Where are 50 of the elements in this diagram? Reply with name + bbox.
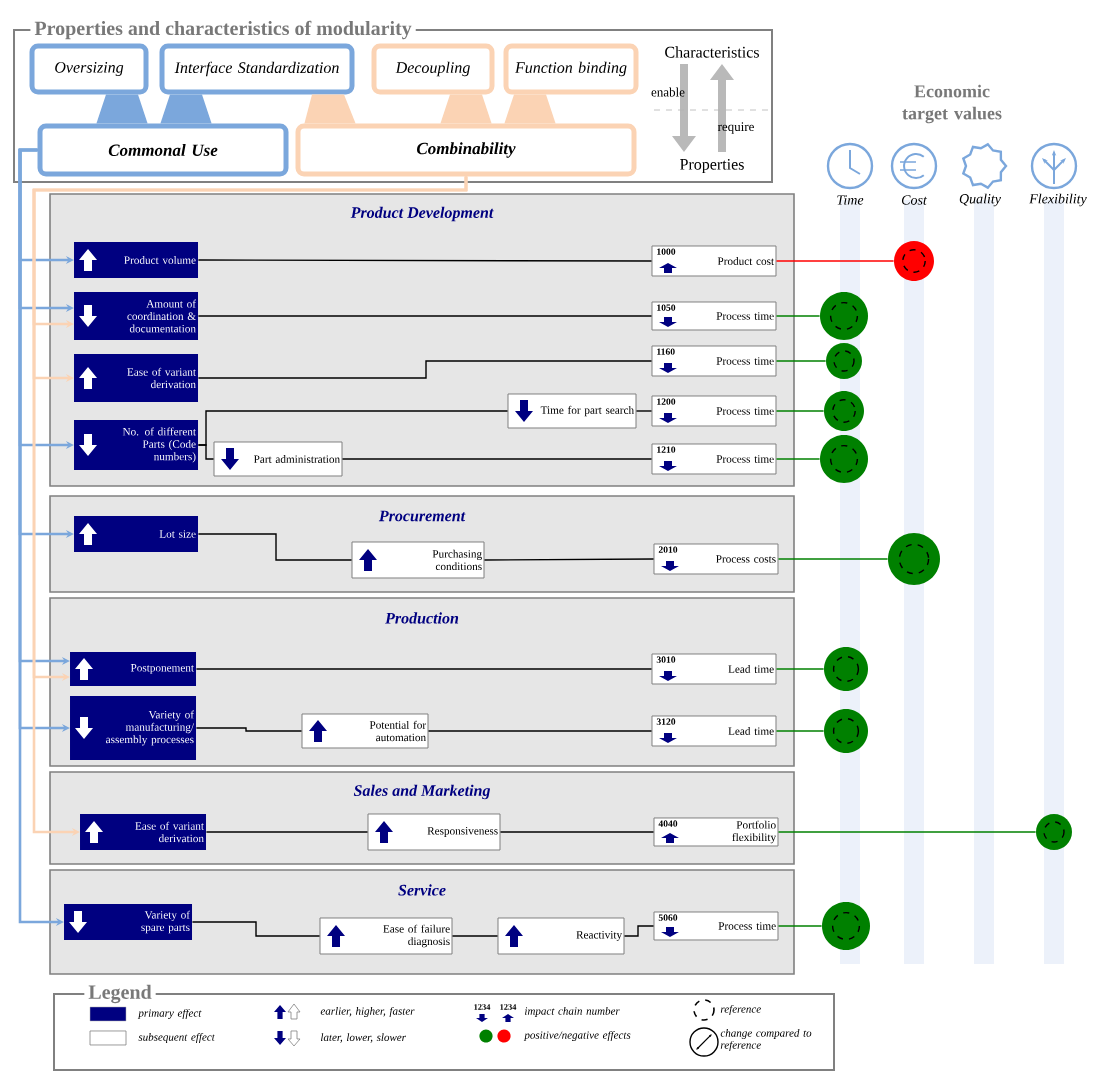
connector-line	[777, 558, 889, 560]
connector-line	[777, 831, 1037, 833]
connector-line	[197, 444, 215, 460]
result-circle	[820, 292, 868, 340]
connector-line	[777, 925, 823, 927]
result-circle	[824, 709, 868, 753]
connector-line	[195, 727, 303, 732]
property-box: Decoupling	[371, 43, 495, 95]
connector-line	[197, 360, 653, 379]
axis-label: Properties	[680, 159, 744, 173]
connector-line	[451, 935, 499, 937]
section-title: Economic target values	[902, 84, 1002, 124]
connector-line	[427, 730, 653, 732]
property-box: Interface Standardization	[159, 43, 355, 95]
connector-line	[775, 458, 821, 460]
connector-band	[160, 94, 212, 124]
connector-line	[341, 458, 653, 460]
connector-band	[440, 94, 492, 124]
connector-line	[195, 668, 653, 670]
connector-line	[775, 730, 825, 732]
result-circle	[894, 241, 934, 281]
result-circle	[888, 533, 940, 585]
connector-line	[205, 831, 369, 833]
connector-band	[304, 94, 356, 124]
connector-line	[775, 360, 827, 362]
property-box: Combinability	[295, 123, 637, 177]
result-circle	[824, 647, 868, 691]
result-circle	[826, 343, 862, 379]
connector-line	[775, 260, 895, 262]
connector-line	[775, 668, 825, 670]
property-box: Commonal Use	[37, 123, 289, 177]
result-circle	[1036, 814, 1072, 850]
axis-label: Characteristics	[665, 46, 759, 58]
connector-band	[504, 94, 556, 124]
connector-line	[197, 533, 353, 561]
connector-line	[775, 315, 821, 317]
connector-line	[197, 315, 653, 317]
connector-line	[483, 558, 655, 561]
connector-line	[635, 410, 653, 412]
connector-line	[197, 259, 653, 262]
property-box: Oversizing	[29, 43, 149, 95]
result-circle	[820, 435, 868, 483]
connector-line	[623, 925, 655, 937]
connector-line	[499, 831, 655, 833]
property-box: Function binding	[503, 43, 639, 95]
result-circle	[824, 391, 864, 431]
connector-line	[191, 921, 321, 937]
result-circle	[822, 902, 870, 950]
connector-line	[775, 410, 825, 412]
connector-band	[96, 94, 148, 124]
